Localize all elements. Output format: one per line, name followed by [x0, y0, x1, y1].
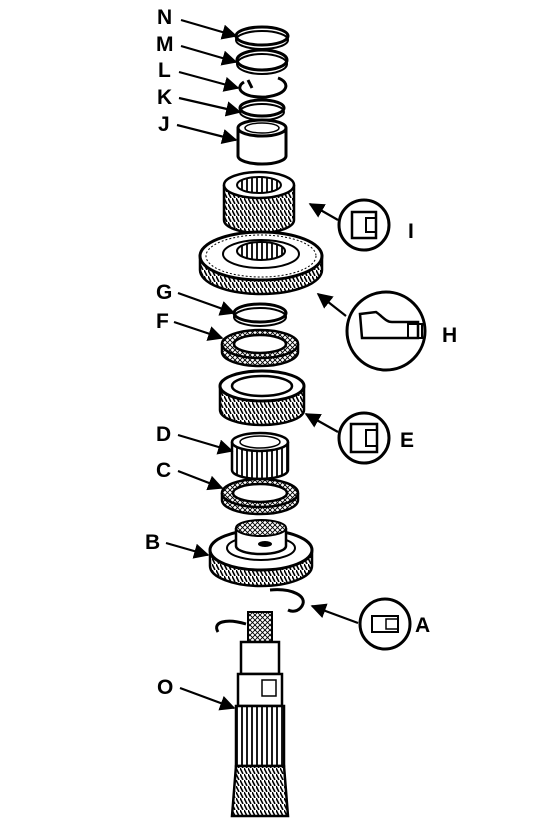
label-j: J: [158, 113, 170, 136]
label-b: B: [145, 531, 160, 554]
part-l-clip: [238, 76, 288, 99]
part-k-ring: [238, 98, 286, 121]
label-n: N: [157, 6, 172, 29]
part-labels: N M L K J G F D C B O I H E A: [145, 6, 457, 699]
part-j-collar: [236, 118, 288, 166]
label-k: K: [157, 86, 172, 109]
label-d: D: [156, 423, 171, 446]
callout-i-circle: [337, 198, 391, 252]
label-f: F: [156, 310, 169, 333]
part-g-ring: [232, 302, 288, 327]
label-e: E: [400, 429, 414, 452]
part-d-needle-bearing: [230, 431, 290, 481]
part-n-snap-ring: [234, 25, 290, 50]
part-f-synchro-ring: [220, 328, 300, 368]
part-i-small-gear: [222, 170, 296, 235]
part-a-clip: [269, 588, 305, 613]
part-m-washer: [235, 48, 289, 75]
part-b-gear: [208, 519, 314, 588]
callout-h-circle: [345, 290, 427, 372]
label-g: G: [156, 281, 172, 304]
part-h-large-gear: [198, 230, 324, 296]
part-c-synchro-ring: [220, 477, 300, 516]
label-i: I: [408, 220, 414, 243]
label-o: O: [157, 676, 173, 699]
label-c: C: [156, 459, 171, 482]
label-l: L: [158, 59, 171, 82]
callout-e-circle: [337, 411, 391, 465]
leader-arrows: [165, 18, 359, 711]
callout-a-circle: [358, 597, 412, 651]
part-o-shaft: [215, 611, 290, 818]
part-e-helical-gear: [218, 369, 306, 427]
label-a: A: [415, 614, 430, 637]
label-h: H: [442, 324, 457, 347]
label-m: M: [156, 33, 174, 56]
